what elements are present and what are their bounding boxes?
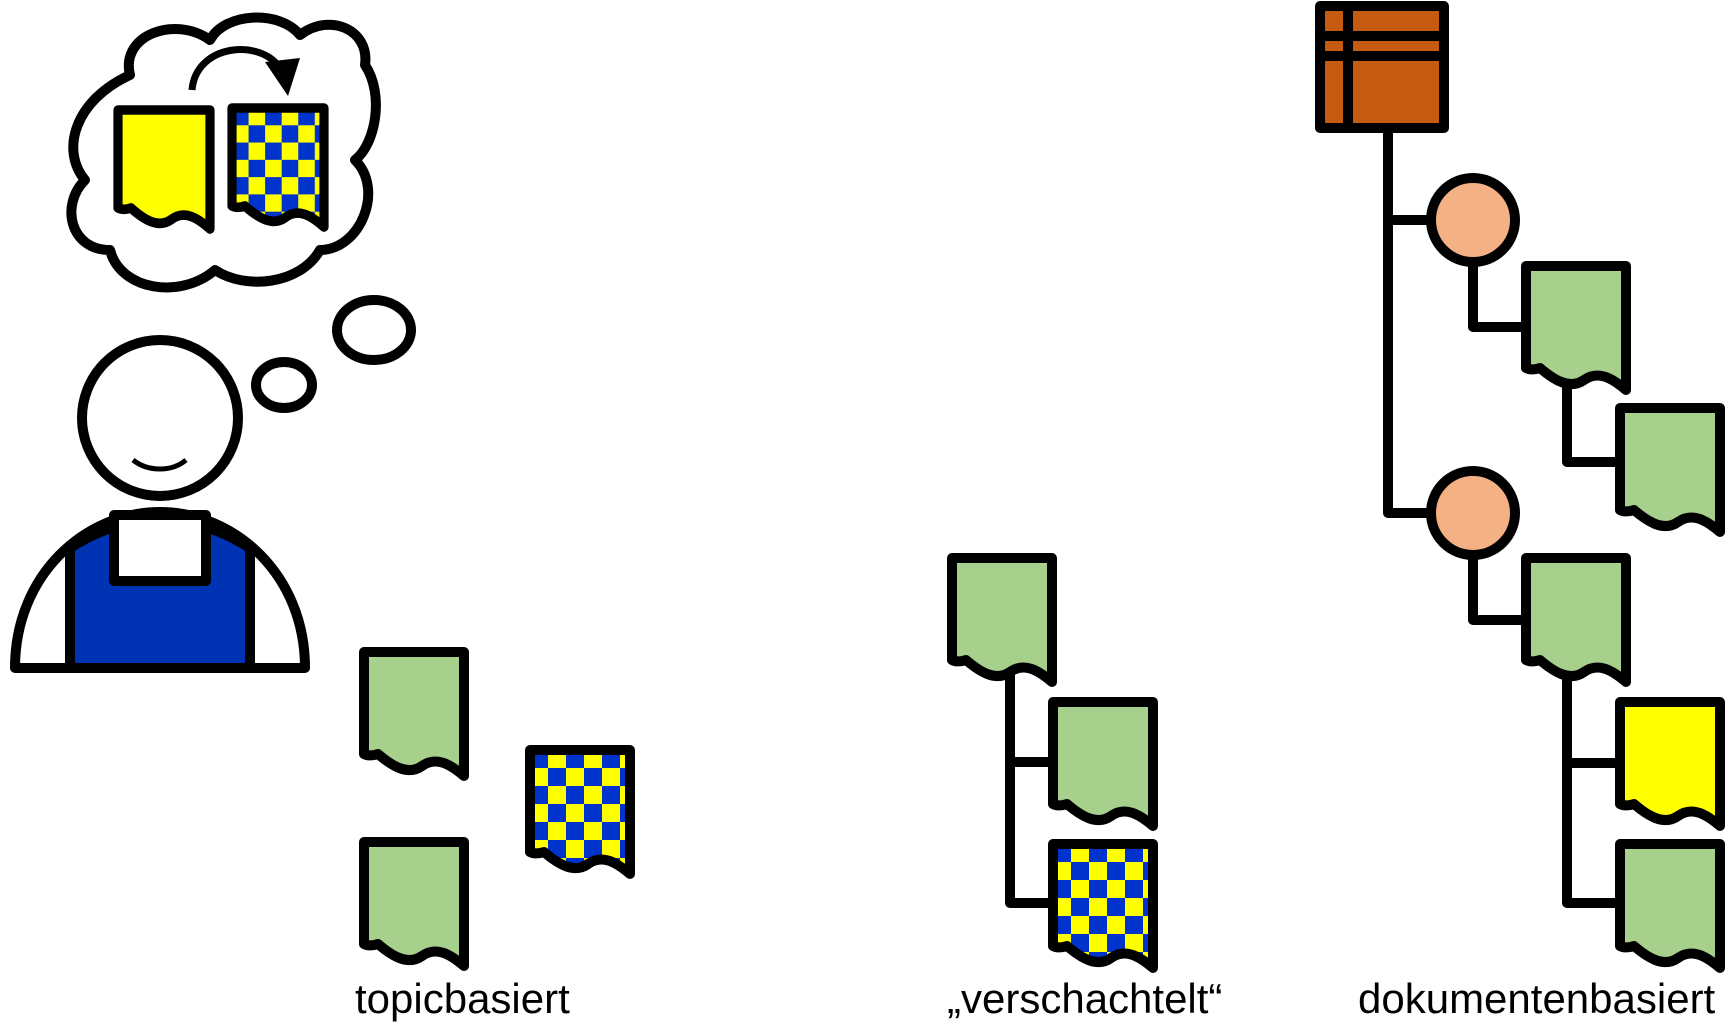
topic-page-icon xyxy=(1053,702,1153,826)
book-icon xyxy=(1320,6,1444,128)
topic-page-icon xyxy=(364,652,464,776)
chapter-circle-icon xyxy=(1431,178,1515,262)
caption-topic-based: topicbasiert xyxy=(355,978,570,1020)
topic-page-icon xyxy=(1620,844,1720,968)
head-shape xyxy=(82,340,238,496)
topic-based-group xyxy=(364,652,630,966)
topic-page-icon xyxy=(118,110,210,229)
topic-page-icon xyxy=(1526,558,1626,682)
shirt-collar xyxy=(114,515,206,581)
topic-page-icon xyxy=(1620,408,1720,532)
topic-page-icon xyxy=(952,558,1052,682)
caption-nested: „verschachtelt“ xyxy=(947,978,1222,1020)
thought-dot-small xyxy=(256,362,312,408)
author-figure xyxy=(15,18,411,668)
checkered-topic-icon xyxy=(232,108,324,227)
topic-page-icon xyxy=(364,842,464,966)
document-based-group xyxy=(1320,6,1720,968)
chapter-circle-icon xyxy=(1431,471,1515,555)
thought-dot-large xyxy=(337,300,411,360)
topic-page-icon xyxy=(1526,266,1626,390)
caption-document-based: dokumentenbasiert xyxy=(1358,978,1715,1020)
topic-page-icon xyxy=(1620,702,1720,826)
nested-group xyxy=(952,558,1153,968)
checkered-topic-icon xyxy=(530,750,630,874)
nested-connector xyxy=(1010,668,1053,903)
checkered-topic-icon xyxy=(1053,844,1153,968)
